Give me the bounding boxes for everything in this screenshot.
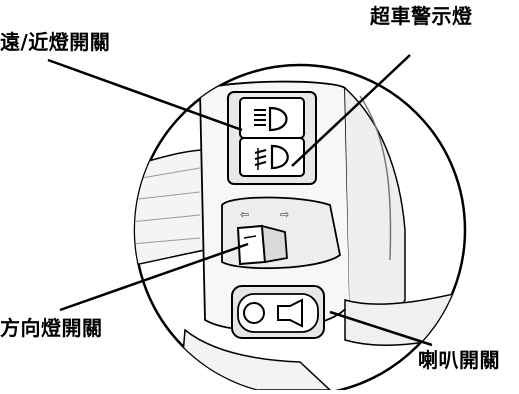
passing-leader-line — [291, 54, 411, 167]
svg-text:⇨: ⇨ — [280, 208, 289, 221]
turn-signal-switch-label: 方向燈開關 — [0, 316, 103, 340]
horn-leader-line — [329, 310, 433, 347]
horn-icon — [277, 298, 303, 328]
low-beam-icon — [254, 144, 289, 170]
passing-signal-label: 超車警示燈 — [370, 4, 473, 28]
headlight-switch-label: 遠/近燈開關 — [0, 30, 111, 54]
handlebar-grip — [135, 149, 206, 269]
high-low-beam-switch — [239, 97, 305, 139]
high-beam-icon — [254, 106, 288, 132]
headlight-leader-line — [47, 58, 243, 132]
turn-signal-leader-line — [59, 242, 249, 312]
horn-switch-label: 喇叭開關 — [418, 348, 500, 372]
svg-text:⇦: ⇦ — [240, 208, 249, 221]
